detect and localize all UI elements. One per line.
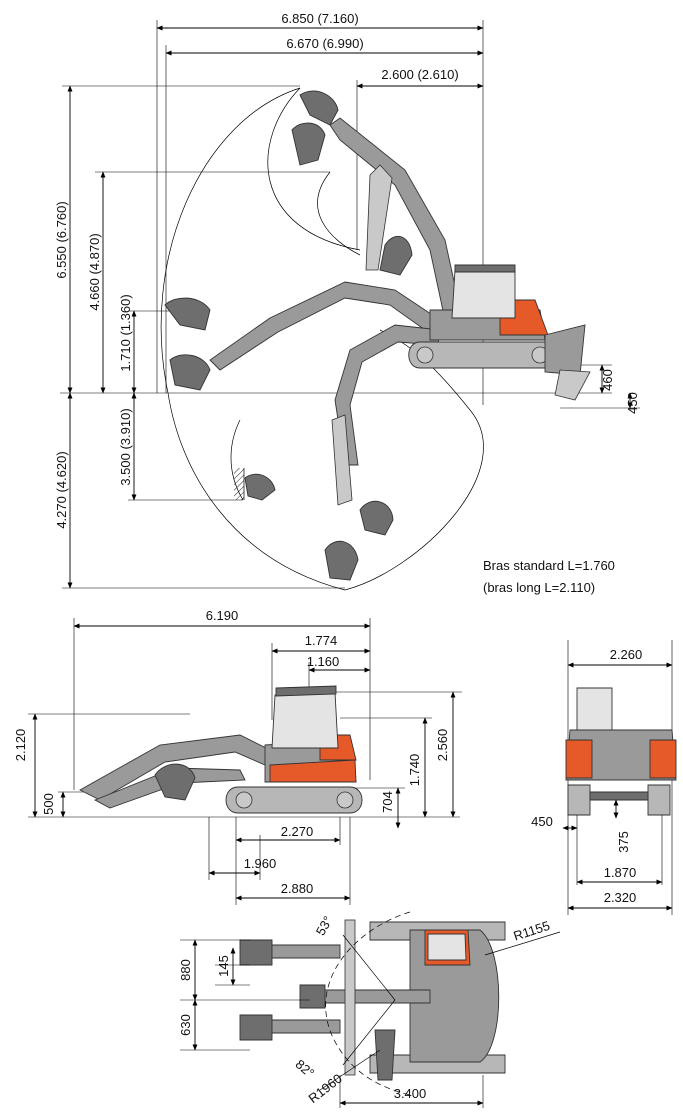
reach-envelope bbox=[160, 87, 346, 591]
working-range-view: 6.850 (7.160) 6.670 (6.990) 2.600 (2.610… bbox=[54, 11, 640, 595]
dim-low-height: 1.710 (1.360) bbox=[118, 294, 133, 371]
dim-blade-height: 460 bbox=[600, 369, 615, 391]
boom-lowered bbox=[244, 324, 441, 581]
dim-offset-145: 145 bbox=[216, 955, 231, 977]
dim-total-height: 2.560 bbox=[435, 729, 450, 762]
dim-offset-right: 630 bbox=[178, 1014, 193, 1036]
dim-max-height: 6.550 (6.760) bbox=[54, 201, 69, 278]
dim-front-reach: 2.600 (2.610) bbox=[381, 67, 458, 82]
dim-rear-cab-width: 2.260 bbox=[610, 647, 643, 662]
angle-left-label: 53° bbox=[313, 913, 336, 938]
excavator-side-working bbox=[408, 264, 591, 401]
arm-standard-note: Bras standard L=1.760 bbox=[483, 558, 615, 573]
dim-inner-width: 6.670 (6.990) bbox=[286, 36, 363, 51]
dim-track-height: 704 bbox=[380, 791, 395, 813]
dim-transport-length: 6.190 bbox=[206, 608, 239, 623]
dim-tumbler: 1.960 bbox=[244, 856, 277, 871]
dim-boom-height: 500 bbox=[41, 793, 56, 815]
transport-view: 6.190 1.774 1.160 2.120 500 2.560 1.740 … bbox=[13, 608, 462, 905]
dim-undercarriage: 2.880 bbox=[281, 881, 314, 896]
dim-outer-width: 6.850 (7.160) bbox=[281, 11, 358, 26]
boom-horizontal bbox=[164, 281, 441, 391]
top-view: 880 145 630 53° 82° R1155 R1960 3.400 bbox=[178, 911, 561, 1108]
dim-blade-depth: 450 bbox=[625, 392, 640, 414]
angle-right-label: 82° bbox=[293, 1056, 318, 1080]
dim-rear-inner-width: 1.870 bbox=[604, 865, 637, 880]
dim-max-depth: 4.270 (4.620) bbox=[54, 451, 69, 528]
dim-offset-left: 880 bbox=[178, 959, 193, 981]
dim-wall-depth: 3.500 (3.910) bbox=[118, 408, 133, 485]
dim-cab-height: 1.740 bbox=[407, 754, 422, 787]
dim-offset-width: 3.400 bbox=[394, 1086, 427, 1101]
dim-cab-to-rear: 1.774 bbox=[305, 633, 338, 648]
tail-radius-label: R1155 bbox=[512, 918, 552, 944]
dim-rear-overall-width: 2.320 bbox=[604, 890, 637, 905]
dim-rear-gauge: 450 bbox=[531, 814, 553, 829]
dim-rear-clearance: 375 bbox=[616, 831, 631, 853]
rear-view: 2.260 450 375 1.870 2.320 bbox=[531, 640, 677, 915]
dim-track-length: 2.270 bbox=[281, 824, 314, 839]
arm-long-note: (bras long L=2.110) bbox=[483, 580, 595, 595]
excavator-transport bbox=[79, 685, 363, 814]
dim-transport-height: 2.120 bbox=[13, 729, 28, 762]
excavator-rear bbox=[565, 687, 677, 816]
dim-cab-width: 1.160 bbox=[307, 654, 340, 669]
dim-dump-height: 4.660 (4.870) bbox=[87, 233, 102, 310]
boom-raised bbox=[291, 90, 463, 321]
